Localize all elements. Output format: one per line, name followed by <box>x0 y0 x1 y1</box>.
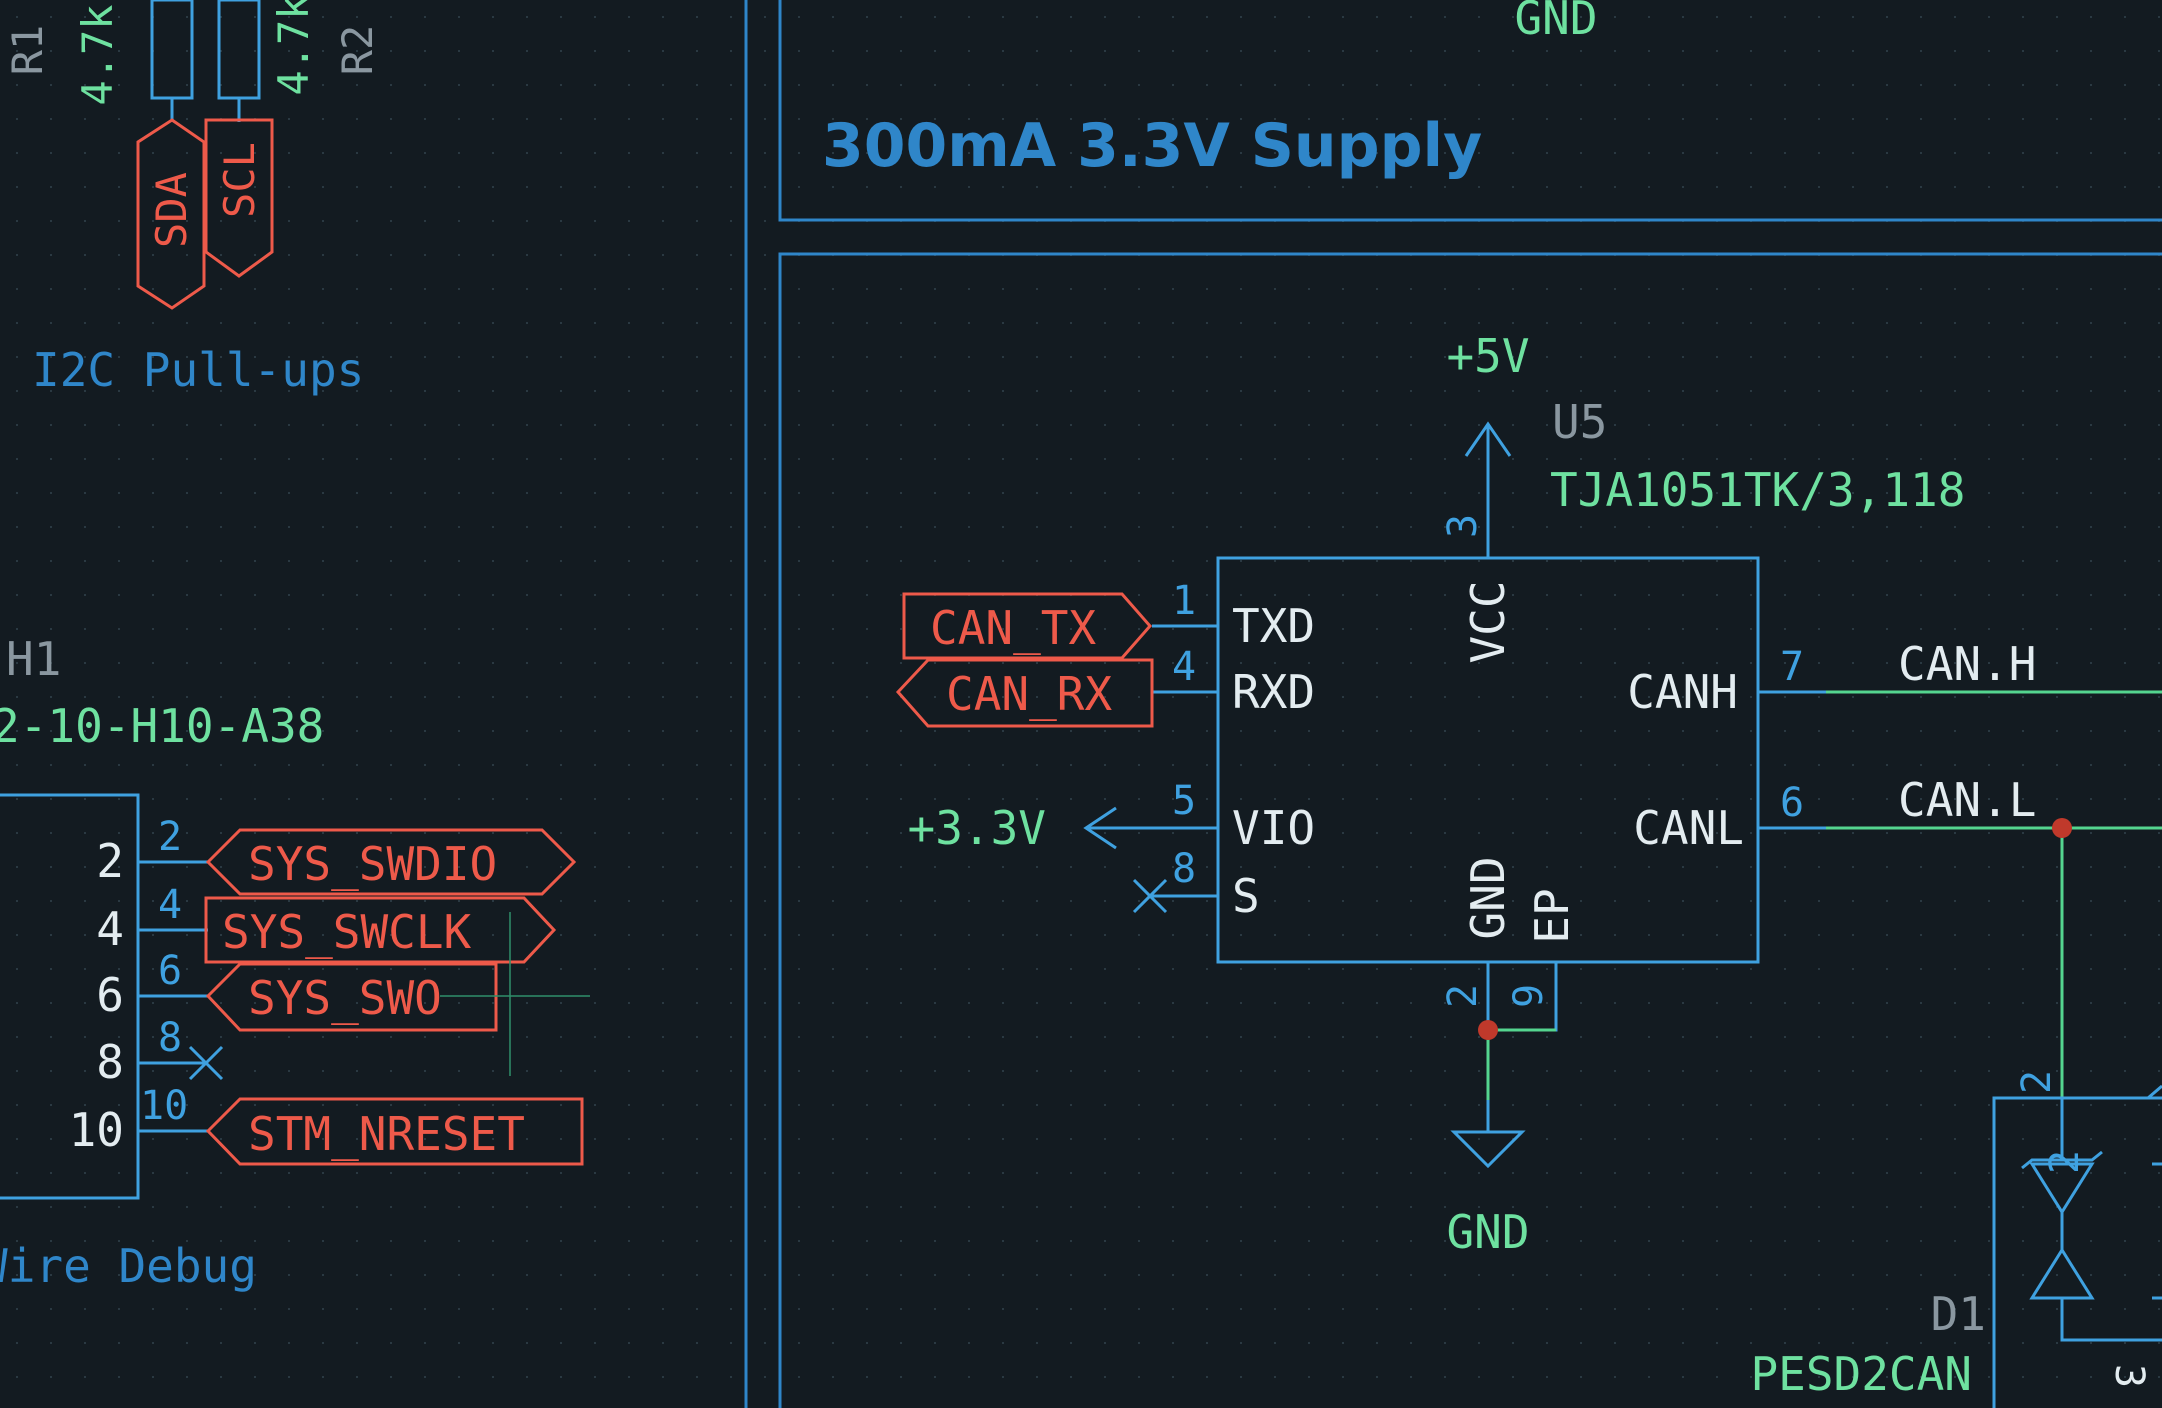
power-5v-symbol[interactable] <box>1464 421 1512 558</box>
ep-pin-name: EP <box>1525 888 1579 943</box>
i2c-pullups-block: R1 4.7k 4.7k R2 SDA SCL I2C Pull-ups <box>3 0 382 397</box>
vio-pin-name: VIO <box>1232 801 1315 855</box>
sys-swdio-label: SYS_SWDIO <box>248 837 497 891</box>
supply-section-title: 300mA 3.3V Supply <box>822 111 1482 181</box>
d1-second-channel-partial <box>2147 1084 2162 1300</box>
sda-label: SDA <box>147 172 196 248</box>
gnd-label: GND <box>1446 1205 1529 1259</box>
d1-bottom-lead <box>2060 1298 2162 1342</box>
pin-number-outer: 10 <box>140 1083 188 1129</box>
scl-label: SCL <box>215 142 264 218</box>
stm-nreset-label: STM_NRESET <box>248 1107 525 1161</box>
d1-pin-bottom-number: 3 <box>2106 1364 2152 1388</box>
pin-number-outer: 2 <box>158 814 182 860</box>
can-rx-label: CAN_RX <box>946 667 1112 721</box>
s-pin-number: 8 <box>1172 846 1196 892</box>
pin-number-outer: 8 <box>158 1015 182 1061</box>
tvs-triangle-top <box>2029 1162 2095 1215</box>
h1-pin-10: 10 10 STM_NRESET <box>69 1083 584 1166</box>
d1-pin-top-number: 2 <box>2014 1070 2060 1094</box>
power-5v-label: +5V <box>1446 329 1529 383</box>
power-3v3-arrow[interactable] <box>1083 806 1117 850</box>
s-pin-name: S <box>1232 869 1260 923</box>
no-connect-stroke <box>188 1045 224 1081</box>
u5-ref: U5 <box>1552 395 1607 449</box>
scl-label-shape[interactable] <box>204 118 274 278</box>
canl-net-label[interactable]: CAN.L <box>1898 773 2036 827</box>
supply-section-frame <box>778 0 2162 222</box>
i2c-section-title: I2C Pull-ups <box>32 343 364 397</box>
can-tx-label-shape[interactable] <box>902 592 1152 660</box>
gnd-symbol[interactable] <box>1450 1130 1526 1169</box>
pin-number-inner: 6 <box>96 968 124 1022</box>
canh-net-label[interactable]: CAN.H <box>1898 637 2036 691</box>
r2-value: 4.7k <box>269 0 318 96</box>
sys-swo-label: SYS_SWO <box>248 971 442 1025</box>
gnd-pin-name: GND <box>1461 856 1515 939</box>
can-section-frame <box>778 252 2162 1408</box>
canl-pin-name: CANL <box>1633 801 1744 855</box>
canh-pin-name: CANH <box>1627 665 1738 719</box>
sys-swclk-label-shape[interactable] <box>204 896 557 964</box>
r2-ref: R2 <box>333 25 382 76</box>
pin-number-inner: 2 <box>96 834 124 888</box>
vcc-pin-name: VCC <box>1461 580 1515 663</box>
pin-number-outer: 4 <box>158 882 182 928</box>
d1-body[interactable] <box>1992 1096 2162 1408</box>
h1-pin-8: 8 8 <box>96 1015 224 1089</box>
canl-pin-number: 6 <box>1780 780 1804 826</box>
can-tx-label: CAN_TX <box>930 601 1096 655</box>
supply-block: GND 300mA 3.3V Supply <box>822 0 1598 181</box>
debug-section-title: Wire Debug <box>0 1239 257 1293</box>
u5-value: TJA1051TK/3,118 <box>1550 463 1965 517</box>
sys-swdio-label-shape[interactable] <box>205 828 577 896</box>
pin-number-inner: 8 <box>96 1035 124 1089</box>
txd-pin-number: 1 <box>1172 578 1196 624</box>
power-arrow <box>1464 421 1512 457</box>
d1-value: PESD2CAN <box>1750 1347 1972 1401</box>
gnd-junction <box>1478 1020 1498 1040</box>
stm-nreset-label-shape[interactable] <box>205 1097 584 1166</box>
h1-pin-2: 2 2 SYS_SWDIO <box>96 814 577 896</box>
no-connect-marker <box>188 1045 224 1081</box>
h1-value: 2-10-H10-A38 <box>0 699 324 753</box>
can-block: +5V U5 TJA1051TK/3,118 3 VCC 1 TXD CAN_T… <box>895 329 2162 1408</box>
txd-pin-name: TXD <box>1232 599 1315 653</box>
supply-gnd-label: GND <box>1514 0 1597 45</box>
sheet-borders <box>744 0 2162 1408</box>
sys-swo-label-shape[interactable] <box>205 962 498 1032</box>
gnd-pin-number: 2 <box>1440 984 1486 1008</box>
debug-header-block: H1 2-10-H10-A38 2 2 SYS_SWDIO 4 4 SYS_SW… <box>0 632 590 1293</box>
rxd-pin-name: RXD <box>1232 665 1315 719</box>
rxd-pin-number: 4 <box>1172 644 1196 690</box>
pin-number-outer: 6 <box>158 948 182 994</box>
r1-ref: R1 <box>3 25 52 76</box>
sda-label-shape[interactable] <box>136 118 206 310</box>
pin-number-inner: 10 <box>69 1103 124 1157</box>
ep-pin-number: 9 <box>1506 984 1552 1008</box>
d1-ref: D1 <box>1931 1287 1986 1341</box>
vio-pin-number: 5 <box>1172 778 1196 824</box>
power-3v3-label: +3.3V <box>908 801 1046 855</box>
vcc-pin-number: 3 <box>1440 514 1486 538</box>
cursor-crosshair <box>440 912 590 1076</box>
h1-pin-6: 6 6 SYS_SWO <box>96 948 498 1032</box>
r1-value: 4.7k <box>73 4 122 105</box>
can-rx-label-shape[interactable] <box>895 658 1154 728</box>
no-connect-stroke <box>1132 878 1168 914</box>
sys-swclk-label: SYS_SWCLK <box>222 905 472 959</box>
s-no-connect-marker <box>1132 878 1168 914</box>
h1-ref: H1 <box>6 632 61 686</box>
tvs-bar-top <box>2021 1150 2103 1170</box>
pin-number-inner: 4 <box>96 902 124 956</box>
canl-junction <box>2052 818 2072 838</box>
canh-pin-number: 7 <box>1780 644 1804 690</box>
h1-pin-4: 4 4 SYS_SWCLK <box>96 882 557 964</box>
d1-pin-inner-number: 2 <box>2042 1150 2088 1174</box>
partial-lead <box>2147 1084 2162 1100</box>
